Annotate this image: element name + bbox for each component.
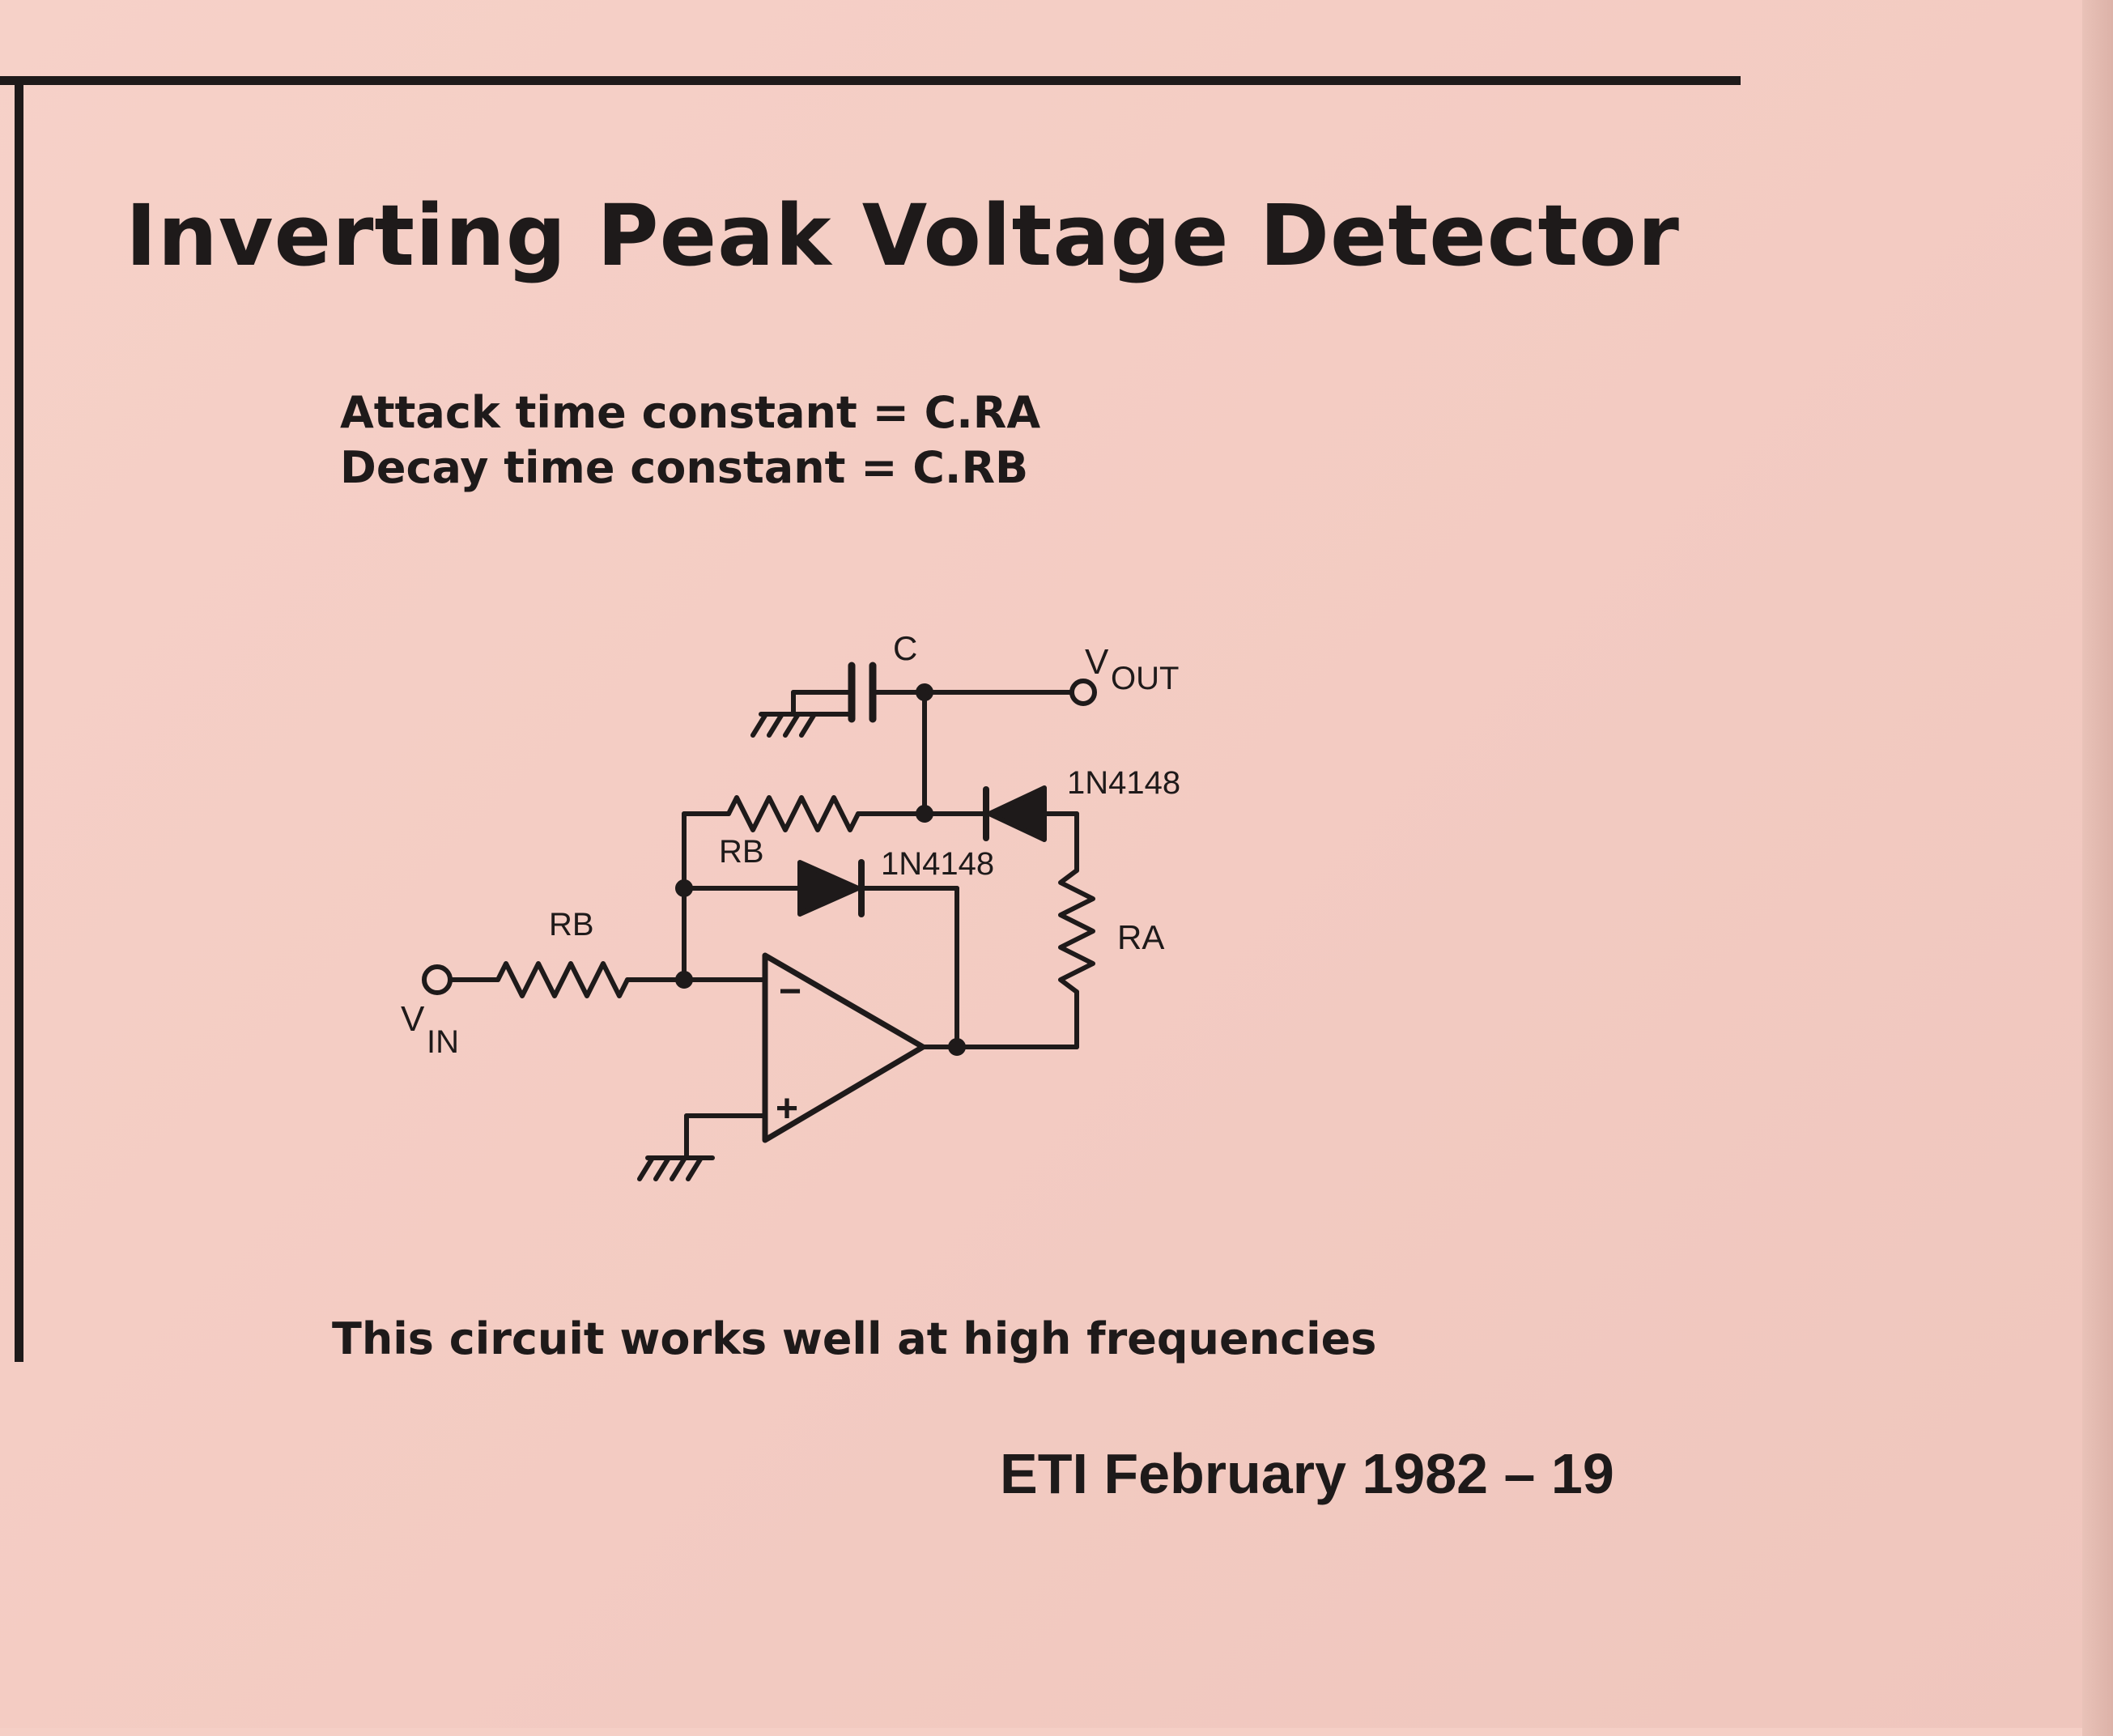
- label-vout-sub: OUT: [1111, 661, 1179, 696]
- label-rb-input: RB: [549, 907, 594, 942]
- resistor-rb-input: [495, 961, 630, 998]
- label-vout: V: [1085, 642, 1109, 682]
- label-c: C: [893, 629, 917, 667]
- decay-formula: Decay time constant = C.RB: [340, 442, 1029, 493]
- label-diode-mid: 1N4148: [881, 846, 994, 882]
- label-opamp-minus: −: [779, 970, 801, 1013]
- figure-caption: This circuit works well at high frequenc…: [332, 1313, 1377, 1364]
- label-vin: V: [401, 999, 425, 1039]
- diode-1n4148-top: [983, 785, 1047, 842]
- page-footer: ETI February 1982 – 19: [1000, 1442, 1614, 1505]
- resistor-ra: [1058, 868, 1095, 994]
- vin-terminal: [422, 964, 453, 995]
- vout-terminal: [1069, 679, 1097, 706]
- ground-symbol: [637, 1155, 715, 1181]
- left-rule: [15, 85, 23, 1362]
- capacitor-ground: [750, 690, 852, 738]
- junction-output: [948, 1038, 966, 1056]
- attack-formula: Attack time constant = C.RA: [340, 387, 1041, 438]
- label-vin-sub: IN: [427, 1024, 459, 1060]
- label-diode-top: 1N4148: [1067, 765, 1180, 801]
- diode-1n4148-mid: [797, 859, 865, 917]
- resistor-rb-feedback: [726, 795, 861, 832]
- label-ra: RA: [1117, 918, 1164, 956]
- page-title: Inverting Peak Voltage Detector: [125, 186, 1680, 285]
- label-opamp-plus: +: [776, 1087, 798, 1130]
- page-edge: [2082, 0, 2113, 1736]
- top-rule: [0, 76, 1741, 85]
- label-rb-feedback: RB: [719, 834, 764, 870]
- opamp: [762, 952, 926, 1143]
- capacitor: [848, 662, 877, 723]
